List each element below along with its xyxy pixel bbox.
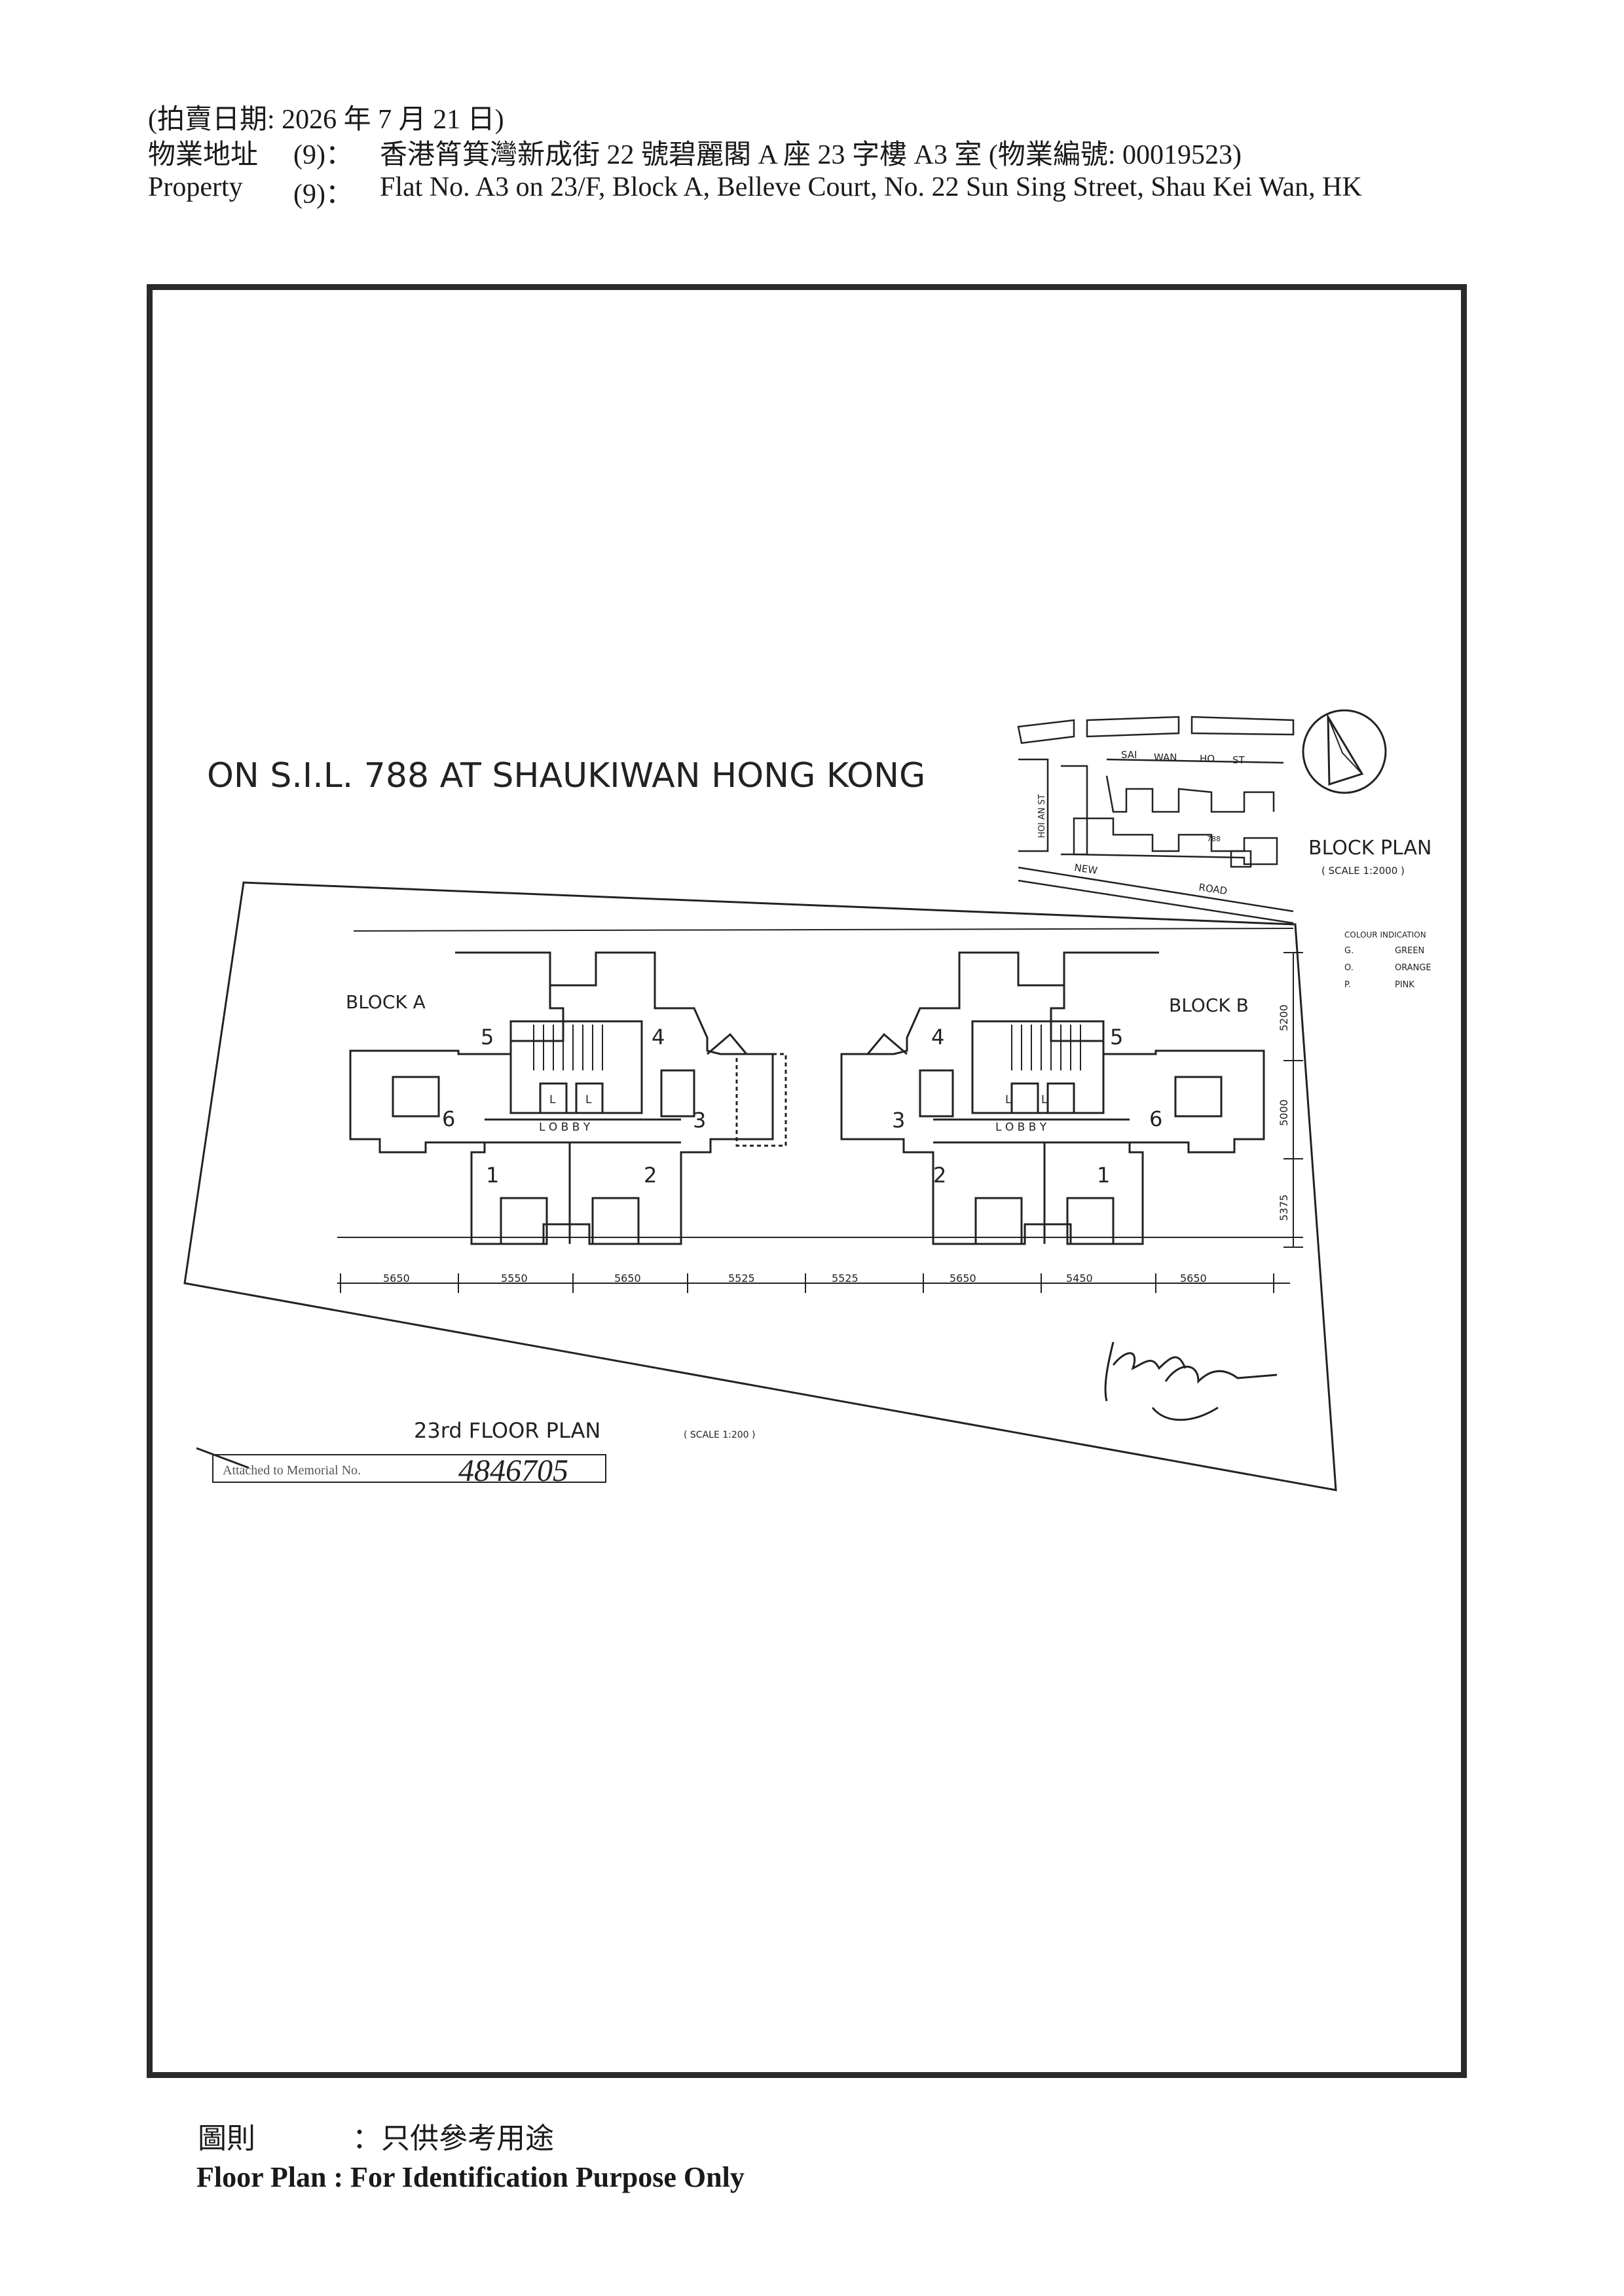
dim-h-2: 5550 [501, 1272, 528, 1285]
flat-b-3: 3 [892, 1108, 905, 1133]
footer-cn-label: 圖則 [198, 2123, 255, 2155]
plan-frame [147, 284, 1467, 2078]
dim-h-8: 5650 [1180, 1272, 1207, 1285]
floor-plan-scale: ( SCALE 1:200 ) [684, 1430, 756, 1440]
dim-v-1: 5200 [1278, 1004, 1290, 1031]
block-a-outline [349, 951, 787, 1245]
flat-a-3: 3 [693, 1108, 706, 1133]
lot-label: 788 [1207, 835, 1221, 843]
street-st: ST [1232, 754, 1246, 766]
address-cn-label: 物業地址 [148, 140, 259, 170]
memorial-stamp-box [212, 1454, 606, 1483]
footer-cn-value: ：只供參考用途 [352, 2123, 554, 2155]
lift-a1: L [549, 1093, 556, 1106]
flat-a-5: 5 [481, 1025, 494, 1049]
lobby-a: L O B B Y [539, 1121, 591, 1134]
street-sai: SAI [1121, 749, 1137, 761]
block-a-label: BLOCK A [346, 991, 426, 1013]
north-arrow-icon [1302, 709, 1387, 794]
colour-name-green: GREEN [1395, 946, 1424, 956]
block-plan-scale: ( SCALE 1:2000 ) [1321, 865, 1405, 877]
dim-h-6: 5650 [950, 1272, 976, 1285]
block-b-outline [840, 951, 1265, 1245]
dimension-lines [337, 952, 1303, 1293]
lift-a2: L [585, 1093, 592, 1106]
memorial-text: Attached to Memorial No. [223, 1463, 361, 1478]
memorial-number: 4846705 [458, 1453, 568, 1488]
block-plan-title: BLOCK PLAN [1308, 837, 1431, 860]
flat-b-4: 4 [931, 1025, 944, 1049]
flat-a-6: 6 [442, 1106, 455, 1131]
block-plan-map [1017, 716, 1295, 924]
colour-name-pink: PINK [1395, 980, 1414, 990]
address-en-label: Property [148, 172, 243, 202]
flat-a-1: 1 [486, 1163, 499, 1188]
dim-h-5: 5525 [832, 1272, 858, 1285]
colour-code-o: O. [1344, 963, 1354, 973]
lobby-b: L O B B Y [995, 1121, 1047, 1134]
block-b-label: BLOCK B [1169, 994, 1249, 1016]
colour-code-p: P. [1344, 980, 1351, 990]
dim-v-3: 5375 [1278, 1194, 1290, 1221]
flat-a-2: 2 [644, 1163, 657, 1188]
street-ho: HO [1200, 753, 1215, 765]
dim-h-3: 5650 [614, 1272, 641, 1285]
street-road: ROAD [1198, 881, 1228, 897]
dim-h-4: 5525 [728, 1272, 755, 1285]
street-new: NEW [1073, 862, 1098, 877]
street-wan: WAN [1154, 752, 1177, 763]
plan-title: ON S.I.L. 788 AT SHAUKIWAN HONG KONG [207, 756, 925, 795]
address-cn-value: 香港筲箕灣新成街 22 號碧麗閣 A 座 23 字樓 A3 室 (物業編號: 0… [380, 140, 1242, 170]
lift-b1: L [1005, 1093, 1012, 1106]
signature [1104, 1341, 1278, 1421]
address-cn-number: (9)： [293, 140, 353, 170]
colour-code-g: G. [1344, 946, 1354, 956]
colour-indication-title: COLOUR INDICATION [1344, 930, 1426, 939]
dim-h-1: 5650 [383, 1272, 410, 1285]
lift-b2: L [1041, 1093, 1048, 1106]
flat-b-6: 6 [1149, 1106, 1162, 1131]
floor-plan-title: 23rd FLOOR PLAN [414, 1418, 600, 1443]
dim-h-7: 5450 [1066, 1272, 1093, 1285]
colour-name-orange: ORANGE [1395, 963, 1431, 973]
street-side: HOI AN ST [1037, 794, 1047, 838]
address-en-value: Flat No. A3 on 23/F, Block A, Belleve Co… [380, 172, 1362, 202]
flat-b-5: 5 [1110, 1025, 1123, 1049]
auction-date: (拍賣日期: 2026 年 7 月 21 日) [148, 105, 504, 135]
flat-b-2: 2 [933, 1163, 946, 1188]
footer-en-text: Floor Plan : For Identification Purpose … [196, 2161, 745, 2193]
site-boundary [183, 881, 1337, 1491]
flat-a-4: 4 [652, 1025, 665, 1049]
flat-b-1: 1 [1097, 1163, 1110, 1188]
address-en-number: (9)： [293, 179, 353, 210]
dim-v-2: 5000 [1278, 1099, 1290, 1126]
